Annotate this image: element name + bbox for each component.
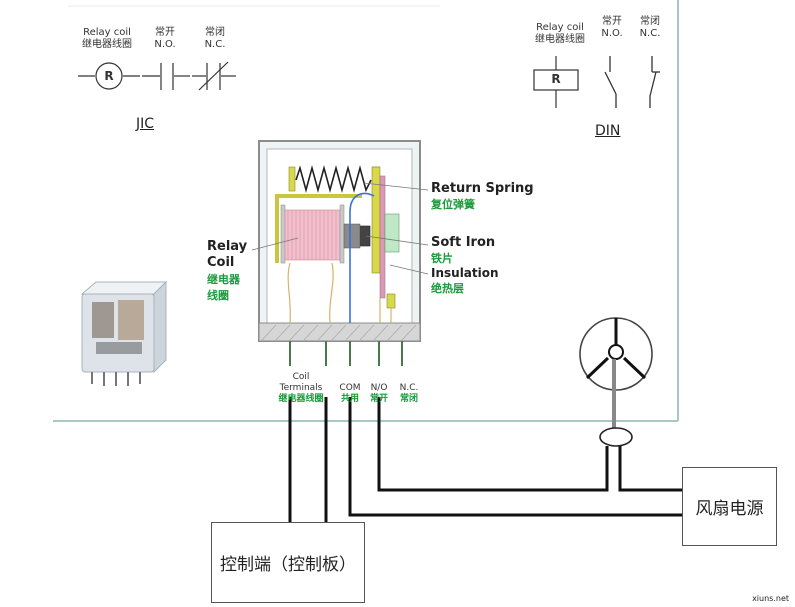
jic-nc-label-zh: 常闭	[205, 27, 225, 38]
relay-coil-label: Relay Coil 继电器 线圈	[207, 239, 247, 303]
jic-coil-letter: R	[104, 69, 114, 83]
com-terminal-label-en: COM	[339, 383, 361, 393]
soft-iron-label-en: Soft Iron	[431, 235, 496, 250]
jic-title: JIC	[136, 116, 155, 132]
return-spring-label-en: Return Spring	[431, 181, 534, 196]
no-terminal-label-zh: 常开	[369, 394, 388, 404]
din-coil-label-zh: 继电器线圈	[535, 34, 585, 45]
return-spring-label-zh: 复位弹簧	[431, 198, 475, 211]
din-title: DIN	[595, 123, 621, 139]
din-nc-contact-symbol	[649, 56, 660, 108]
din-no-label-zh: 常开	[602, 16, 622, 27]
jic-coil-label-zh: 继电器线圈	[82, 39, 132, 50]
relay-coil-label-en-1: Relay	[207, 239, 248, 254]
panel-border	[53, 0, 679, 422]
din-no-label: 常开 N.O.	[596, 16, 628, 40]
watermark: xiuns.net	[752, 594, 789, 603]
coil-terminals-label-zh: 继电器线圈	[278, 394, 324, 404]
relay-photo	[80, 280, 168, 386]
insulation-label-zh: 绝热层	[431, 282, 464, 295]
callout-leaders	[251, 182, 429, 275]
coil-terminals-label: Coil Terminals 继电器线圈	[262, 372, 340, 405]
jic-nc-contact-symbol	[192, 61, 236, 91]
din-nc-label: 常闭 N.C.	[634, 16, 666, 40]
insulation-label: Insulation 绝热层	[431, 266, 499, 296]
din-coil-symbol	[533, 56, 579, 108]
soft-iron-label: Soft Iron 铁片	[431, 235, 495, 266]
nc-terminal-label: N.C. 常闭	[392, 383, 426, 405]
jic-coil-label: Relay coil 继电器线圈	[75, 27, 139, 51]
din-coil-label: Relay coil 继电器线圈	[530, 22, 590, 46]
controller-box: 控制端（控制板）	[211, 522, 365, 603]
jic-coil-label-en: Relay coil	[83, 27, 131, 38]
jic-no-label: 常开 N.O.	[148, 27, 182, 51]
internal-wires	[287, 192, 396, 324]
din-coil-label-en: Relay coil	[536, 22, 584, 33]
din-no-label-en: N.O.	[601, 28, 623, 39]
din-nc-label-zh: 常闭	[640, 16, 660, 27]
no-terminal-label: N/O 常开	[364, 383, 394, 405]
insulation-label-en: Insulation	[431, 266, 499, 280]
jic-no-contact-symbol	[142, 63, 190, 90]
nc-terminal-label-zh: 常闭	[399, 394, 418, 404]
soft-iron-label-zh: 铁片	[431, 252, 453, 265]
no-terminal-label-en: N/O	[370, 383, 388, 393]
relay-coil-label-en-2: Coil	[207, 255, 235, 270]
armature	[359, 166, 400, 299]
coil-terminals-label-en-1: Coil	[292, 372, 310, 382]
fan-icon	[579, 317, 653, 447]
external-wiring	[288, 397, 682, 522]
din-nc-label-en: N.C.	[639, 28, 661, 39]
jic-no-label-zh: 常开	[155, 27, 175, 38]
din-no-contact-symbol	[604, 56, 617, 108]
com-terminal-label: COM 共用	[334, 383, 366, 405]
return-spring-label: Return Spring 复位弹簧	[431, 181, 534, 212]
com-terminal-label-zh: 共用	[340, 394, 359, 404]
din-coil-letter: R	[551, 72, 561, 86]
jic-coil-symbol	[78, 62, 140, 90]
terminal-pins	[289, 341, 403, 366]
relay-coil-label-zh-1: 继电器	[207, 273, 240, 286]
jic-no-label-en: N.O.	[154, 39, 176, 50]
relay-coil-label-zh-2: 线圈	[207, 289, 229, 302]
fan-power-box: 风扇电源	[682, 467, 777, 546]
jic-nc-label-en: N.C.	[204, 39, 226, 50]
nc-terminal-label-en: N.C.	[399, 383, 419, 393]
coil-terminals-label-en-2: Terminals	[279, 383, 323, 393]
jic-nc-label: 常闭 N.C.	[198, 27, 232, 51]
yoke-frame	[275, 194, 362, 263]
relay-coil	[280, 204, 361, 264]
